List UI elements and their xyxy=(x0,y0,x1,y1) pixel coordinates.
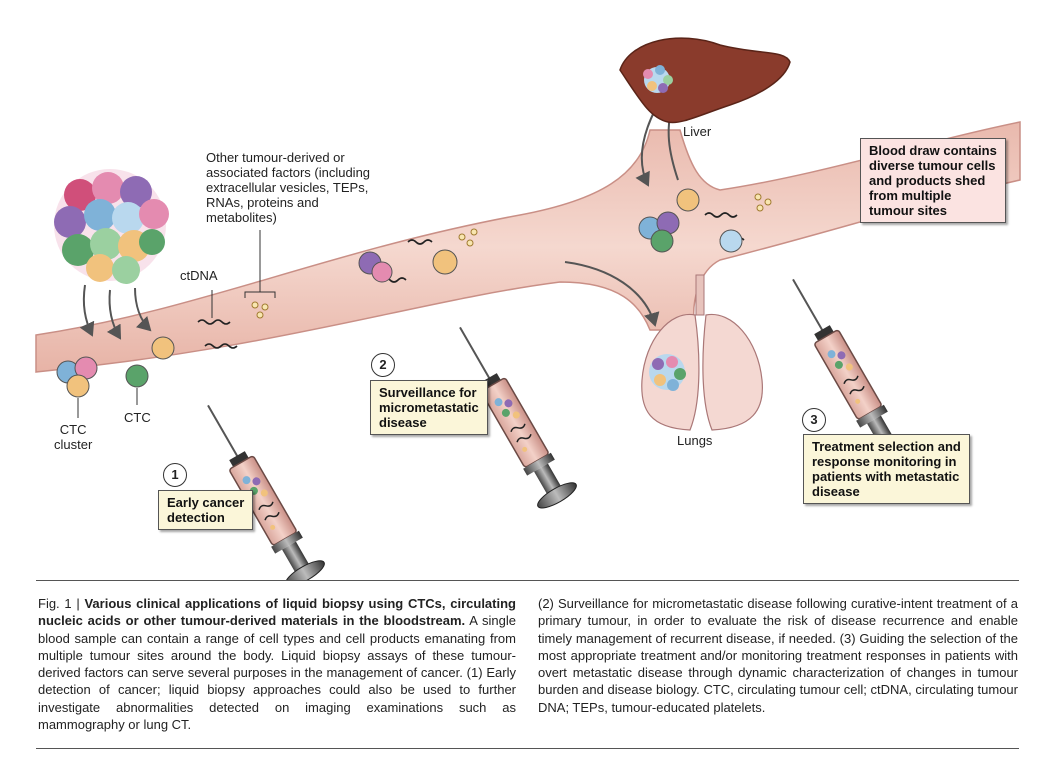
syringe-1[interactable] xyxy=(187,393,329,592)
blood-draw-line: tumour sites xyxy=(869,203,948,218)
other-factors-line: extracellular vesicles, TEPs, xyxy=(206,180,369,195)
liver-tumour xyxy=(643,65,673,93)
blood-draw-line: and products shed xyxy=(869,173,986,188)
other-factors-line: associated factors (including xyxy=(206,165,371,180)
ctc-cell xyxy=(125,364,149,388)
step-3-box: Treatment selection and response monitor… xyxy=(803,434,970,504)
lungs-label: Lungs xyxy=(677,433,713,448)
mid-vessel-cells xyxy=(358,188,743,283)
liver-label: Liver xyxy=(683,124,712,139)
primary-tumour xyxy=(54,169,169,284)
other-factors-label: Other tumour-derived or associated facto… xyxy=(206,150,370,225)
step-1-number: 1 xyxy=(163,463,187,487)
liquid-biopsy-figure: Liver Lungs ctDNA CTC CTC cluster Other … xyxy=(35,37,1021,592)
figure-illustration xyxy=(35,37,1021,592)
ctc-cluster xyxy=(56,356,98,398)
blood-draw-line: from multiple xyxy=(869,188,952,203)
ctc-cluster-label-line2: cluster xyxy=(54,437,93,452)
caption-right-column: (2) Surveillance for micrometastatic dis… xyxy=(538,595,1018,716)
caption-left-text: A single blood sample can contain a rang… xyxy=(38,613,516,733)
other-factors-dots xyxy=(251,193,772,319)
step-1-line: detection xyxy=(167,510,225,525)
step-3-line: patients with metastatic xyxy=(812,469,960,484)
yellow-cell xyxy=(151,336,175,360)
step-2-box: Surveillance for micrometastatic disease xyxy=(370,380,488,435)
caption-prefix: Fig. 1 | xyxy=(38,596,85,611)
ctc-cluster-label-line1: CTC xyxy=(59,422,87,437)
step-2-line: micrometastatic xyxy=(379,400,479,415)
lungs-organ xyxy=(641,274,764,431)
step-2-line: Surveillance for xyxy=(379,385,477,400)
step-3-line: Treatment selection and xyxy=(812,439,961,454)
liver-organ xyxy=(619,37,791,124)
step-3-line: response monitoring in xyxy=(812,454,957,469)
step-3-number: 3 xyxy=(802,408,826,432)
blood-draw-line: Blood draw contains xyxy=(869,143,997,158)
other-factors-line: metabolites) xyxy=(206,210,277,225)
other-factors-line: Other tumour-derived or xyxy=(206,150,345,165)
other-factors-line: RNAs, proteins and xyxy=(206,195,319,210)
step-2-number: 2 xyxy=(371,353,395,377)
ctc-label: CTC xyxy=(124,410,151,425)
caption-top-rule xyxy=(36,580,1019,581)
step-3-line: disease xyxy=(812,484,860,499)
blood-draw-line: diverse tumour cells xyxy=(869,158,996,173)
ctdna-label: ctDNA xyxy=(180,268,218,283)
caption-title: Various clinical applications of liquid … xyxy=(38,596,516,629)
ctc-cluster-label: CTC cluster xyxy=(54,422,92,452)
step-2-line: disease xyxy=(379,415,427,430)
blood-draw-box: Blood draw contains diverse tumour cells… xyxy=(860,138,1006,223)
caption-left-column: Fig. 1 | Various clinical applications o… xyxy=(38,595,516,733)
step-1-box: Early cancer detection xyxy=(158,490,254,530)
step-1-line: Early cancer xyxy=(167,495,245,510)
caption-bottom-rule xyxy=(36,748,1019,749)
blood-vessel xyxy=(35,121,1021,373)
caption-right-text: (2) Surveillance for micrometastatic dis… xyxy=(538,596,1018,715)
